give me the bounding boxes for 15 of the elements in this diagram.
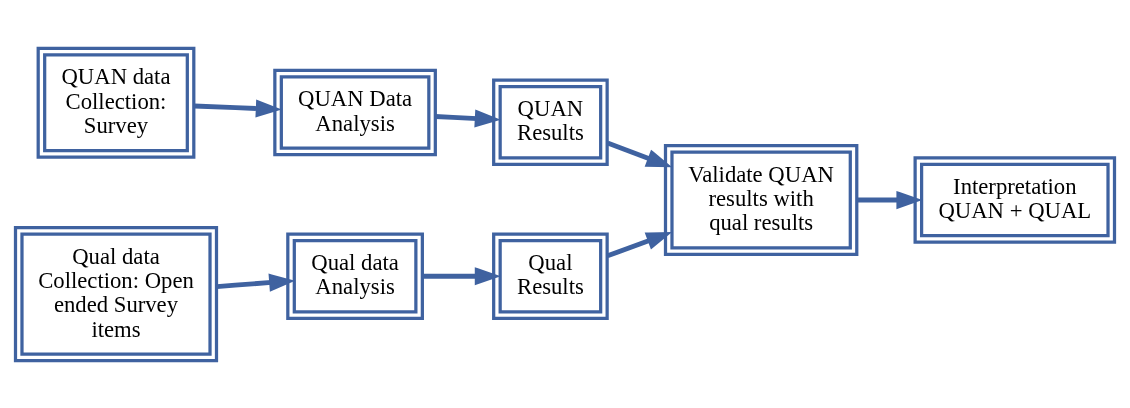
arrow (857, 190, 923, 209)
node-box: Qual data Collection: Open ended Survey items (13, 225, 219, 362)
arrow (422, 266, 501, 285)
arrow (194, 98, 282, 118)
node-box: Validate QUAN results with qual results (663, 143, 859, 256)
node-box: Interpretation QUAN + QUAL (913, 155, 1117, 244)
node-box: QUAN data Collection: Survey (36, 46, 196, 159)
arrow (606, 231, 673, 258)
node-box: QUAN Results (492, 77, 609, 166)
arrow (435, 108, 501, 128)
arrow (216, 273, 296, 292)
node-box: Qual Results (492, 231, 609, 320)
arrow (606, 140, 673, 167)
node-box: Qual data Analysis (286, 231, 424, 320)
node-box: QUAN Data Analysis (273, 68, 437, 156)
